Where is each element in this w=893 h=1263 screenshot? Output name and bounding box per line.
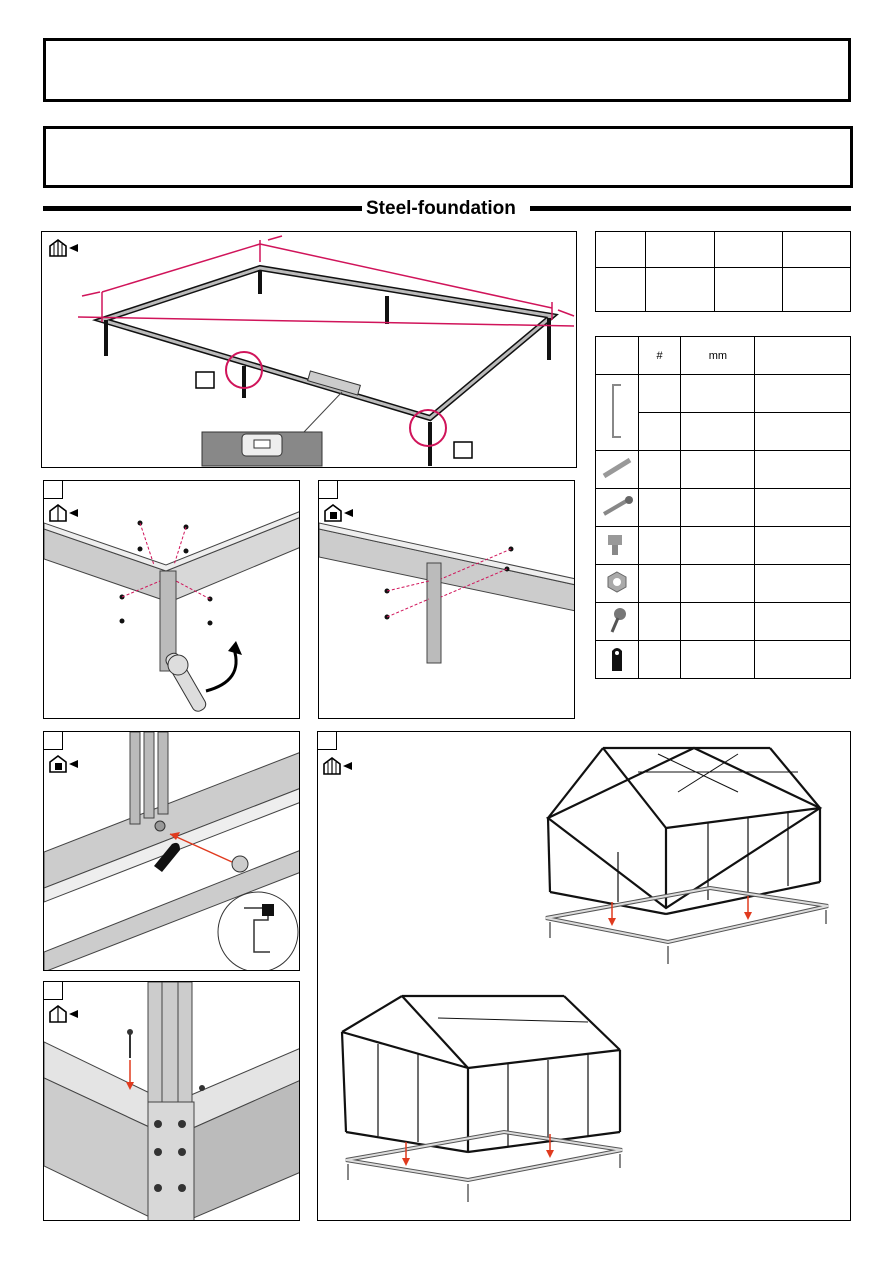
top-title-box	[43, 38, 851, 102]
pin-icon	[595, 450, 639, 489]
greenhouse-icon	[49, 504, 78, 522]
hw-header-mm: mm	[680, 336, 756, 375]
panel-corner-screw	[43, 981, 300, 1221]
step-number-box	[44, 982, 63, 1000]
frame-overview-illustration	[49, 235, 575, 467]
greenhouse-icon	[323, 757, 352, 775]
cell-top-2-1	[594, 267, 647, 312]
section-rule-right	[530, 206, 851, 211]
step-number-box	[319, 481, 338, 499]
panel-frame-overview	[41, 231, 577, 468]
label-box-a	[195, 371, 215, 389]
panel-greenhouse-placement	[317, 731, 851, 1221]
cell-top-2-2	[645, 267, 715, 312]
cell-top-2-4	[781, 267, 852, 312]
hw-header-icon	[595, 336, 639, 375]
cell-top-1-4	[781, 231, 852, 268]
warning-box	[43, 126, 853, 188]
cell-top-1-3	[713, 231, 783, 268]
nut-icon	[595, 564, 639, 603]
step-number-box	[44, 481, 63, 499]
bolt-icon	[595, 488, 639, 527]
cell-top-1-1	[594, 231, 647, 268]
middle-post-illustration	[319, 504, 574, 664]
greenhouse-icon	[49, 1005, 78, 1023]
section-rule-left	[43, 206, 363, 211]
wrench-icon	[165, 652, 207, 712]
hw-header-count: #	[637, 336, 682, 375]
greenhouse-icon	[324, 504, 353, 522]
greenhouse-frame-lower	[340, 994, 622, 1154]
section-title: Steel-foundation	[362, 199, 520, 219]
parts-table-top	[594, 231, 852, 312]
greenhouse-frame-upper	[545, 746, 823, 916]
steel-frame	[91, 264, 559, 466]
short-bolt-icon	[595, 526, 639, 565]
greenhouse-placement-illustration	[323, 746, 829, 1202]
panel-middle-post	[318, 480, 575, 719]
spirit-level-detail	[201, 370, 361, 467]
corner-screw-illustration	[44, 982, 299, 1220]
step-number-box	[44, 732, 63, 750]
cell-top-2-3	[713, 267, 783, 312]
clip-icon	[595, 640, 639, 679]
cell-top-1-2	[645, 231, 715, 268]
bracket-icon	[595, 374, 639, 451]
detail-circle-2	[409, 409, 447, 447]
corner-assembly-illustration	[44, 504, 299, 712]
greenhouse-icon	[49, 755, 78, 773]
hw-header-desc	[754, 336, 851, 375]
step-number-box	[318, 732, 337, 750]
panel-corner-assembly	[43, 480, 300, 719]
parts-table-hardware: # mm	[595, 336, 851, 679]
measurement-lines	[77, 235, 575, 327]
greenhouse-icon	[49, 239, 78, 257]
detail-circle-1	[225, 351, 263, 389]
panel-clip-attach	[43, 731, 300, 971]
clip-attach-illustration	[44, 732, 299, 970]
screw-icon	[595, 602, 639, 641]
label-box-b	[453, 441, 473, 459]
